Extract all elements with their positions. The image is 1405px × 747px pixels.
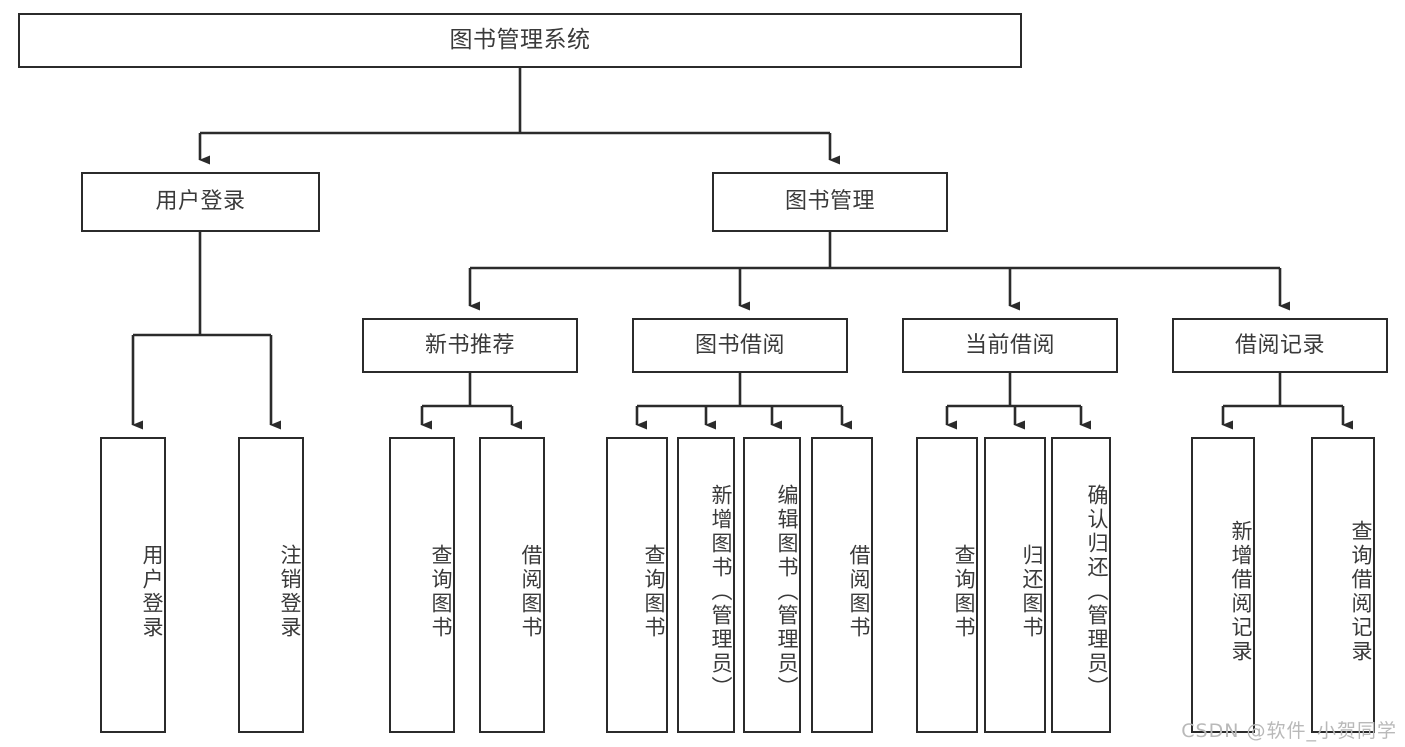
node-book-borrow[interactable]: 图书借阅 bbox=[632, 318, 848, 373]
node-label: 归还图书 bbox=[1020, 544, 1044, 640]
node-label: 查询图书 bbox=[642, 544, 666, 640]
node-leaf-user-logout[interactable]: 注销登录 bbox=[238, 437, 304, 733]
node-leaf-add-book[interactable]: 新增图书（管理员） bbox=[677, 437, 735, 733]
node-root-图书管理系统[interactable]: 图书管理系统 bbox=[18, 13, 1022, 68]
node-label: 查询借阅记录 bbox=[1349, 520, 1373, 664]
node-leaf-user-login[interactable]: 用户登录 bbox=[100, 437, 166, 733]
node-label: 新增借阅记录 bbox=[1229, 520, 1253, 664]
node-leaf-borrow-book-rec[interactable]: 借阅图书 bbox=[479, 437, 545, 733]
node-label: 当前借阅 bbox=[964, 332, 1055, 358]
node-label: 图书管理 bbox=[784, 189, 875, 215]
node-leaf-query-book-c[interactable]: 查询图书 bbox=[916, 437, 978, 733]
node-user-login[interactable]: 用户登录 bbox=[81, 172, 320, 232]
node-label: 注销登录 bbox=[278, 544, 302, 640]
node-label: 借阅图书 bbox=[519, 544, 543, 640]
node-leaf-edit-book[interactable]: 编辑图书（管理员） bbox=[743, 437, 801, 733]
node-label: 查询图书 bbox=[952, 544, 976, 640]
node-leaf-confirm-return[interactable]: 确认归还（管理员） bbox=[1051, 437, 1111, 733]
node-label: 图书管理系统 bbox=[449, 26, 591, 53]
node-leaf-add-record[interactable]: 新增借阅记录 bbox=[1191, 437, 1255, 733]
node-leaf-query-book-rec[interactable]: 查询图书 bbox=[389, 437, 455, 733]
node-leaf-return-book[interactable]: 归还图书 bbox=[984, 437, 1046, 733]
node-leaf-query-book-b[interactable]: 查询图书 bbox=[606, 437, 668, 733]
node-leaf-borrow-book-b[interactable]: 借阅图书 bbox=[811, 437, 873, 733]
node-label: 用户登录 bbox=[140, 544, 164, 640]
node-label: 新书推荐 bbox=[424, 332, 515, 358]
node-leaf-query-record[interactable]: 查询借阅记录 bbox=[1311, 437, 1375, 733]
node-label: 借阅记录 bbox=[1234, 332, 1325, 358]
node-label: 新增图书（管理员） bbox=[709, 484, 733, 700]
node-label: 图书借阅 bbox=[694, 332, 785, 358]
node-label: 编辑图书（管理员） bbox=[775, 484, 799, 700]
node-label: 用户登录 bbox=[155, 189, 246, 215]
node-label: 确认归还（管理员） bbox=[1085, 484, 1109, 700]
node-new-book-rec[interactable]: 新书推荐 bbox=[362, 318, 578, 373]
watermark-text: CSDN @软件_小贺同学 bbox=[1181, 720, 1397, 742]
node-current-borrow[interactable]: 当前借阅 bbox=[902, 318, 1118, 373]
node-borrow-record[interactable]: 借阅记录 bbox=[1172, 318, 1388, 373]
node-book-manage[interactable]: 图书管理 bbox=[712, 172, 948, 232]
node-label: 查询图书 bbox=[429, 544, 453, 640]
node-label: 借阅图书 bbox=[847, 544, 871, 640]
